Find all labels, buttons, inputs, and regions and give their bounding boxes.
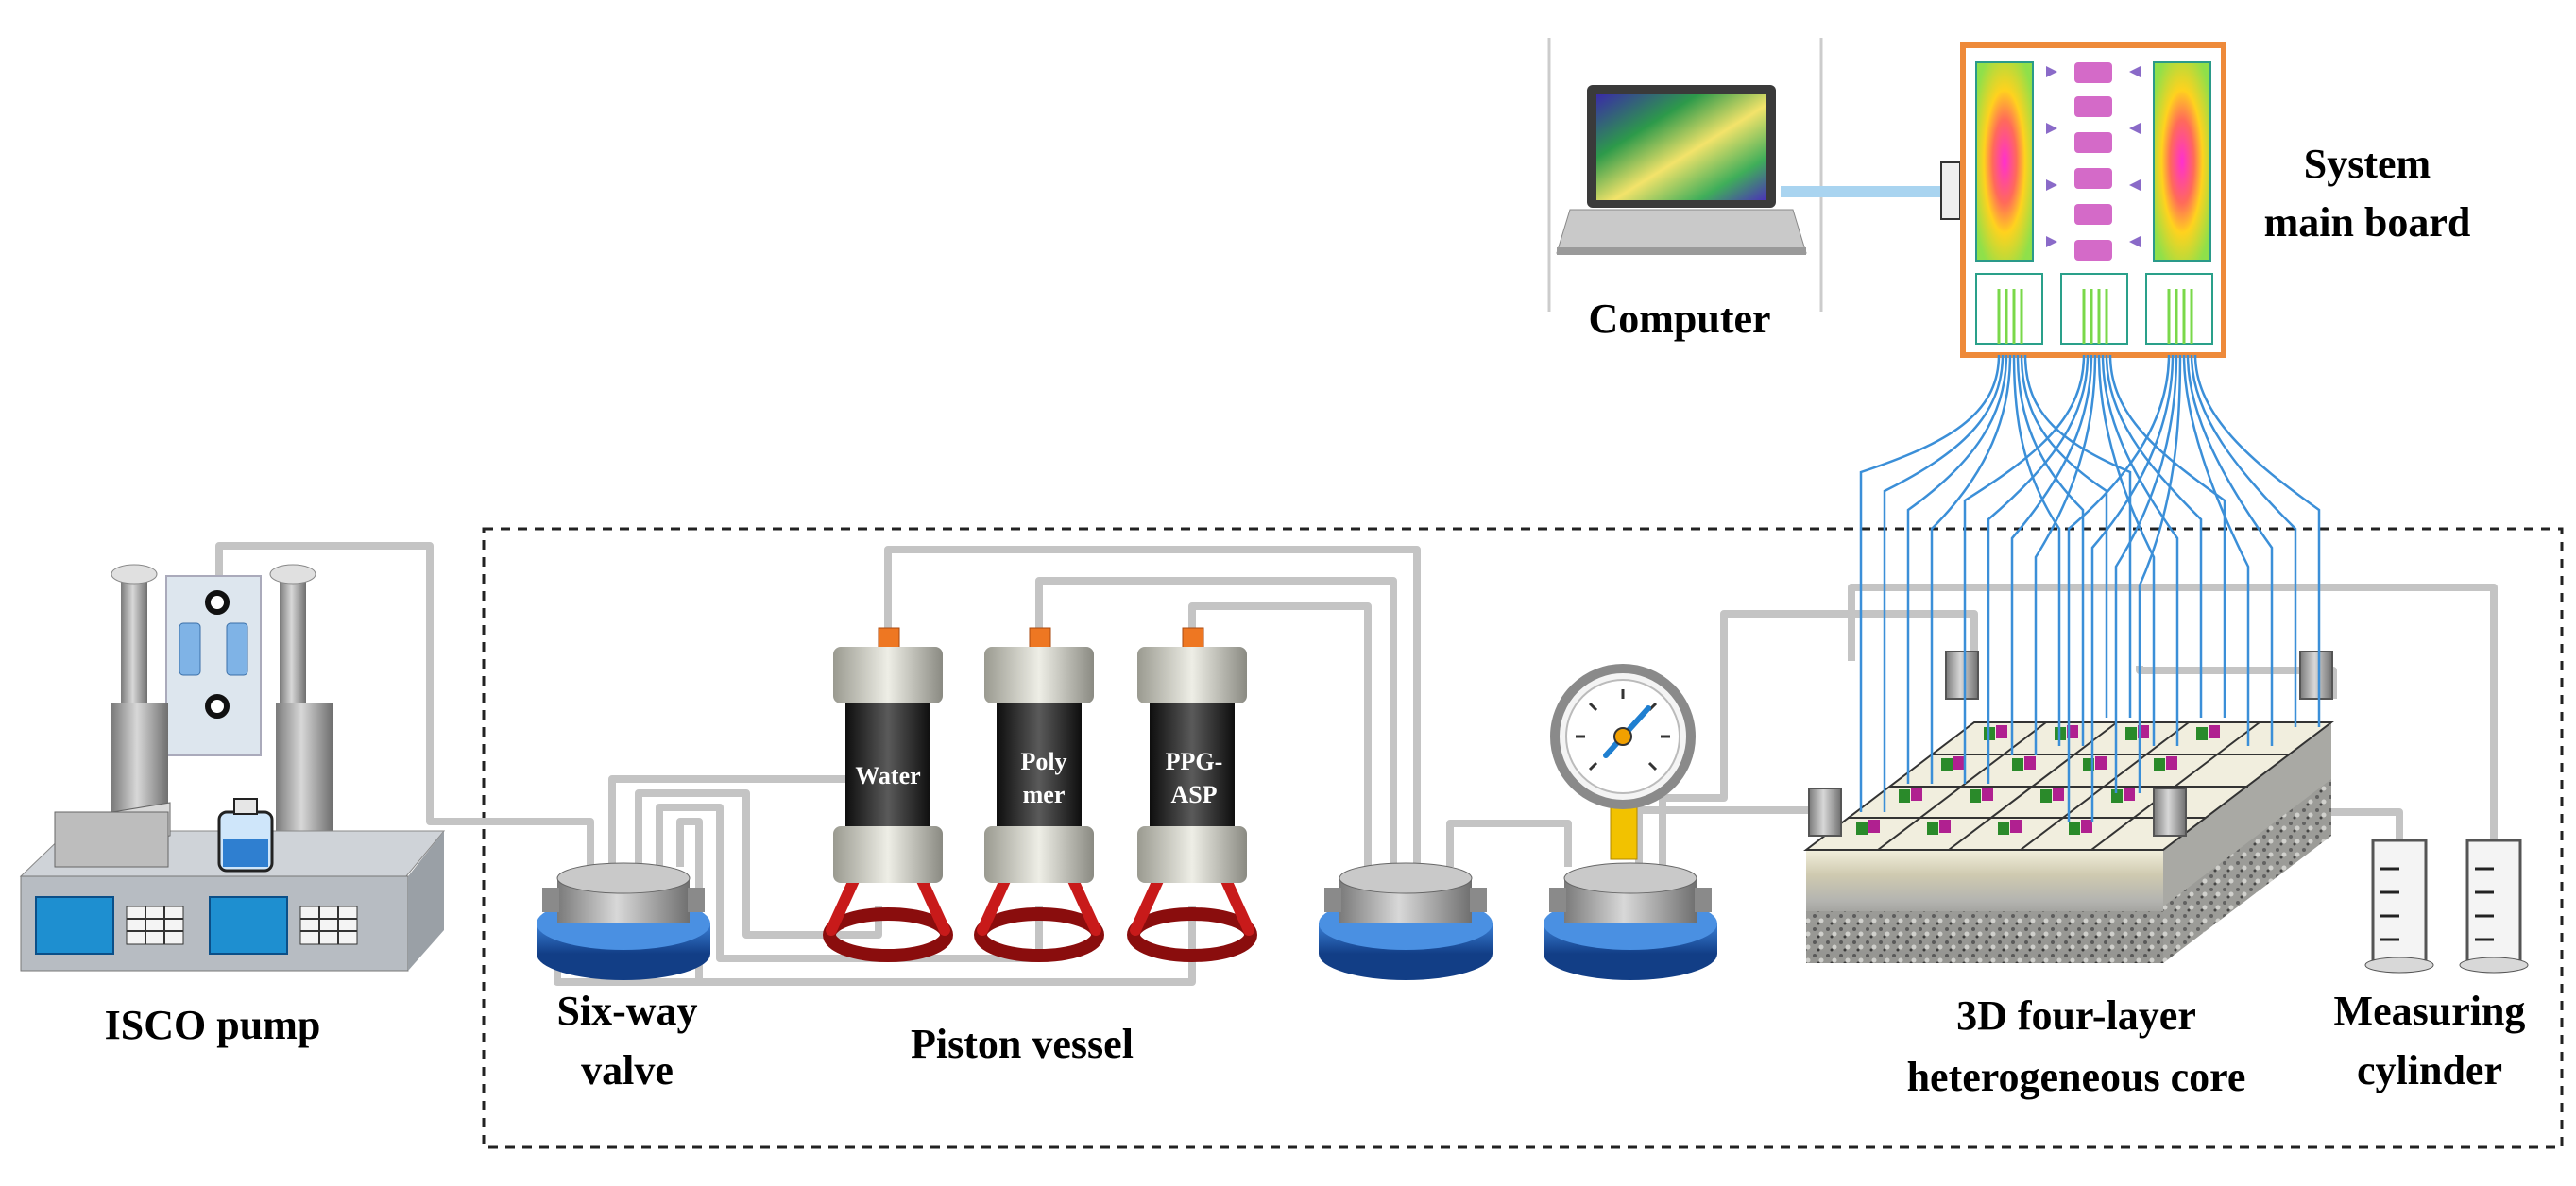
pipe-valve-bottom-1: [635, 789, 882, 939]
computer-label: Computer: [1588, 296, 1770, 342]
main-board-label-line2: main board: [2264, 199, 2471, 246]
piston-vessel-icon: [823, 627, 1257, 962]
system-boundary: [482, 527, 2564, 1149]
core-label-line2: heterogeneous core: [1907, 1054, 2246, 1100]
six-way-valve-label-line2: valve: [581, 1047, 674, 1093]
piston-vessel-label: Piston vessel: [911, 1021, 1134, 1067]
sensor-wiring: [1859, 354, 2321, 822]
vessel-2-label-line1: Poly: [1020, 748, 1066, 775]
cylinder-label-line1: Measuring: [2334, 988, 2526, 1034]
ISCO-pump-icon: [19, 564, 446, 972]
cylinder-label-line2: cylinder: [2357, 1047, 2502, 1093]
vessel-3-label-line2: ASP: [1170, 781, 1217, 808]
system-main-board-icon: [1960, 42, 2226, 358]
data-cable: [1781, 186, 1941, 197]
vessel-1-label: Water: [855, 762, 920, 789]
pipe-ppg-top: [1188, 602, 1372, 867]
six-way-valve-label-line1: Six-way: [556, 988, 697, 1034]
six-way-valve-icon: [537, 862, 710, 980]
main-board-label-line1: System: [2304, 141, 2431, 187]
pipe-water-top: [884, 546, 1421, 867]
core-label-line1: 3D four-layer: [1956, 992, 2196, 1039]
vessel-2-label-line2: mer: [1023, 781, 1066, 808]
pipe-pump-to-valve: [215, 542, 594, 867]
pipe-valve2-to-gauge: [1446, 820, 1572, 867]
pipe-to-core-top: [1659, 610, 1978, 867]
six-way-valve-3: [1544, 862, 1717, 980]
laptop-icon: [1547, 38, 1823, 312]
six-way-valve-2: [1319, 862, 1493, 980]
vessel-3-label-line1: PPG-: [1166, 748, 1223, 775]
pipe-gauge-to-core: [1635, 806, 1814, 867]
pressure-gauge-icon: [1550, 664, 1696, 860]
pipe-polymer-top: [1035, 577, 1397, 867]
pipe-core-to-cylinder-2: [1848, 584, 2498, 839]
isco-pump-label: ISCO pump: [105, 1002, 321, 1048]
measuring-cylinder-icon: [2364, 839, 2529, 974]
